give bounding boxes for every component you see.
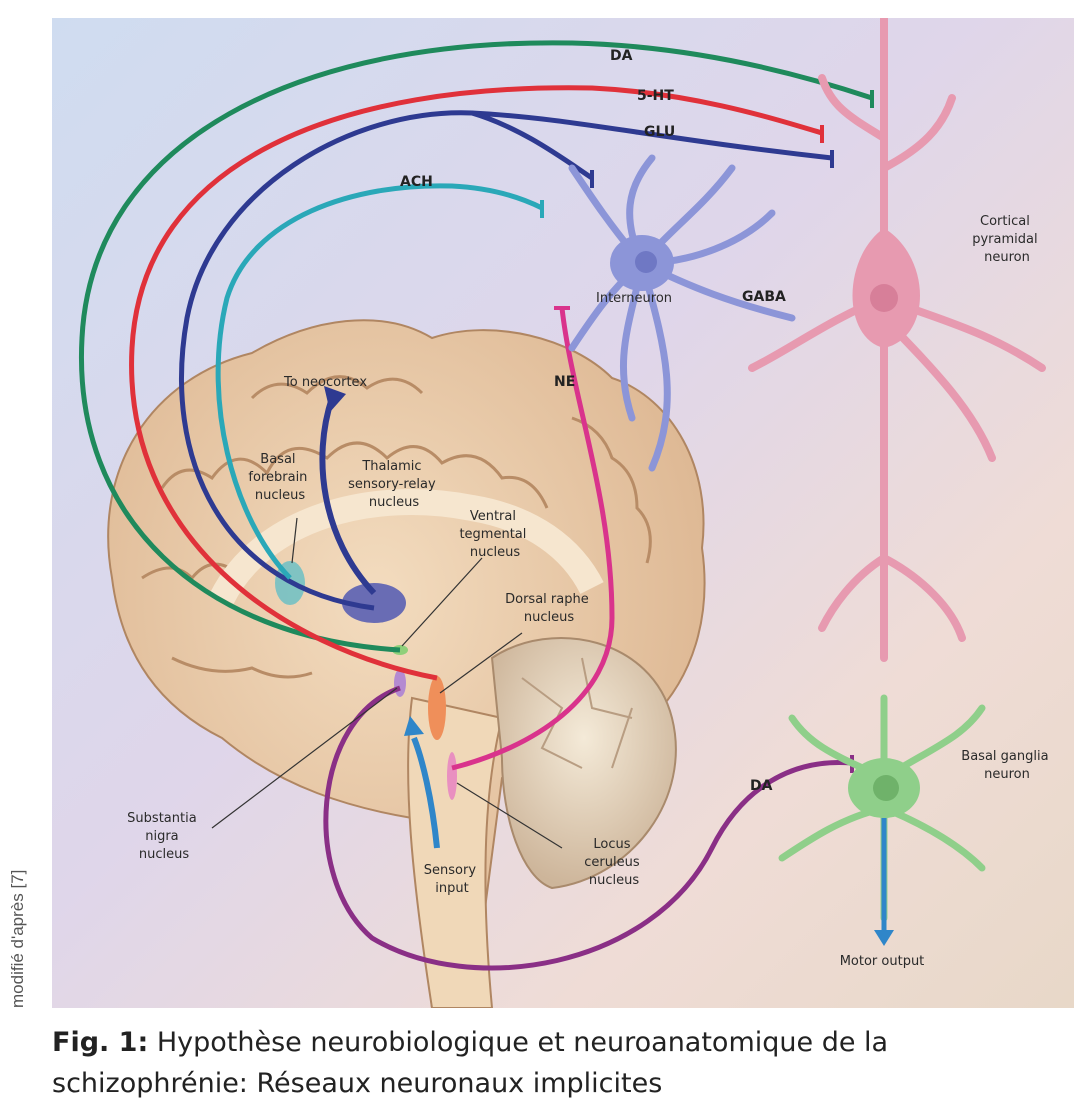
basal-forebrain-label-line3: nucleus <box>255 488 305 503</box>
5ht-label: 5-HT <box>637 88 674 104</box>
label-leader-lines <box>211 517 563 849</box>
pyramidal-neuron-nucleus <box>870 284 898 312</box>
side-credit: modifié d'après [7] <box>8 869 27 1008</box>
5ht-pathway <box>129 85 823 681</box>
motor-output-arrowhead <box>874 930 894 946</box>
basal-forebrain-label-line1: Basal <box>260 452 295 467</box>
thalamic-blob <box>342 583 406 623</box>
locus-ceruleus-blob <box>447 752 457 800</box>
ne-label: NE <box>554 374 575 390</box>
substantia-nigra-label-line3: nucleus <box>139 847 189 862</box>
interneuron-label: Interneuron <box>596 291 672 306</box>
gaba-label: GABA <box>742 289 786 305</box>
thalamic-label: Thalamic sensory-relay nucleus <box>348 459 440 510</box>
dorsal-raphe-label: Dorsal raphe nucleus <box>505 592 593 625</box>
locus-ceruleus-label-line2: ceruleus <box>584 855 640 870</box>
locus-ceruleus-label: Locus ceruleus nucleus <box>584 837 644 888</box>
sensory-input-arrow <box>411 736 440 849</box>
substantia-nigra-blob <box>394 669 406 697</box>
glu-branch-interneuron <box>471 110 594 181</box>
thalamic-label-line3: nucleus <box>369 495 419 510</box>
figure-illustration: DA 5-HT GLU ACH GABA NE DA To neocortex … <box>52 18 1074 1008</box>
substantia-nigra-label-line1: Substantia <box>127 811 197 826</box>
figure-caption: Fig. 1: Hypothèse neurobiologique et neu… <box>52 1022 1062 1104</box>
dorsal-raphe-blob <box>428 676 446 740</box>
da-pathway <box>78 40 873 653</box>
sensory-input-arrowhead <box>404 716 424 736</box>
basal-ganglia-label-line2: neuron <box>984 767 1030 782</box>
locus-ceruleus-label-line1: Locus <box>593 837 630 852</box>
substantia-nigra-label-line2: nigra <box>145 829 178 844</box>
glu-pathway <box>179 110 833 611</box>
ventral-tegmental-label-line2: tegmental <box>459 527 526 542</box>
basal-forebrain-label-line2: forebrain <box>248 470 307 485</box>
basal-forebrain-label: Basal forebrain nucleus <box>248 452 311 503</box>
thalamic-label-line2: sensory-relay <box>348 477 436 492</box>
to-neocortex-arrow <box>319 397 377 596</box>
synaptic-terminals <box>540 90 874 773</box>
substantia-nigra-label: Substantia nigra nucleus <box>127 811 201 862</box>
to-neocortex-arrowhead <box>324 386 346 412</box>
basal-ganglia-label-line1: Basal ganglia <box>961 749 1048 764</box>
ach-pathway <box>215 183 544 580</box>
sensory-input-label-line2: input <box>435 881 468 896</box>
dorsal-raphe-label-line1: Dorsal raphe <box>505 592 589 607</box>
ne-pathway <box>451 307 615 771</box>
basal-ganglia-neuron-nucleus <box>873 775 899 801</box>
caption-label: Fig. 1: <box>52 1027 149 1058</box>
da-basal-pathway <box>323 685 853 971</box>
cortical-pyramidal-label-line3: neuron <box>984 250 1030 265</box>
glu-label: GLU <box>644 124 675 140</box>
caption-text: Hypothèse neurobiologique et neuroanatom… <box>52 1027 889 1099</box>
interneuron-nucleus <box>635 251 657 273</box>
to-neocortex-label: To neocortex <box>283 375 367 390</box>
cortical-pyramidal-label-line2: pyramidal <box>972 232 1037 247</box>
basal-ganglia-label: Basal ganglia neuron <box>961 749 1052 782</box>
dorsal-raphe-label-line2: nucleus <box>524 610 574 625</box>
ventral-tegmental-label: Ventral tegmental nucleus <box>459 509 530 560</box>
da-top-label: DA <box>610 48 633 64</box>
ventral-tegmental-label-line1: Ventral <box>470 509 516 524</box>
motor-output-label: Motor output <box>840 954 925 969</box>
cortical-pyramidal-label-line1: Cortical <box>980 214 1030 229</box>
locus-ceruleus-label-line3: nucleus <box>589 873 639 888</box>
thalamic-label-line1: Thalamic <box>361 459 421 474</box>
sensory-input-label: Sensory input <box>424 863 480 896</box>
da-bottom-label: DA <box>750 778 773 794</box>
ventral-tegmental-label-line3: nucleus <box>470 545 520 560</box>
sensory-input-label-line1: Sensory <box>424 863 477 878</box>
cortical-pyramidal-label: Cortical pyramidal neuron <box>972 214 1042 265</box>
brain-sagittal-section <box>107 319 706 1008</box>
ach-label: ACH <box>400 174 433 190</box>
